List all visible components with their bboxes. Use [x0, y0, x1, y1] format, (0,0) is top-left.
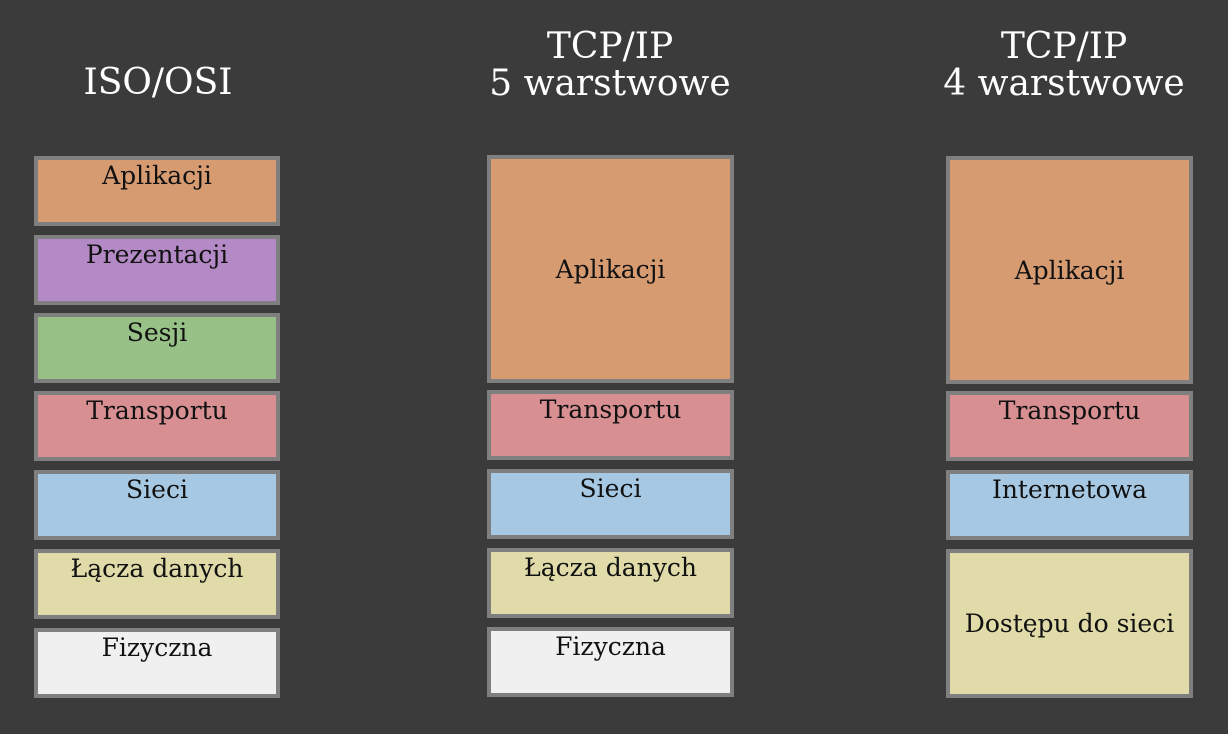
tcpip5-layer-application: Aplikacji [487, 155, 734, 383]
iso-osi-title: ISO/OSI [8, 64, 308, 101]
tcpip4-title-line-2: 4 warstwowe [943, 63, 1185, 104]
osi-layer-network: Sieci [34, 470, 280, 540]
layer-label: Transportu [998, 396, 1141, 425]
osi-layer-session: Sesji [34, 313, 280, 383]
osi-layer-transport: Transportu [34, 391, 280, 461]
layer-label: Sieci [126, 475, 188, 504]
layer-label: Transportu [86, 396, 228, 425]
iso-osi-title-line: ISO/OSI [83, 62, 233, 103]
tcpip4-layer-application: Aplikacji [946, 156, 1193, 384]
tcpip5-layer-data-link: Łącza danych [487, 548, 734, 618]
layer-label: Sieci [579, 474, 642, 503]
layer-label: Fizyczna [101, 633, 213, 662]
layer-label: Aplikacji [1014, 255, 1125, 285]
tcpip4-title-line-1: TCP/IP [1000, 26, 1128, 67]
tcpip5-title-line-2: 5 warstwowe [489, 63, 731, 104]
layer-label: Fizyczna [555, 632, 666, 661]
layer-label: Aplikacji [102, 161, 212, 190]
layer-label: Sesji [126, 318, 188, 347]
osi-layer-application: Aplikacji [34, 156, 280, 226]
layer-label: Łącza danych [70, 554, 244, 583]
layer-label: Transportu [539, 395, 682, 424]
osi-layer-data-link: Łącza danych [34, 549, 280, 619]
osi-layer-physical: Fizyczna [34, 628, 280, 698]
layer-label: Dostępu do sieci [964, 609, 1175, 638]
tcpip5-title: TCP/IP 5 warstwowe [460, 28, 760, 102]
tcpip4-title: TCP/IP 4 warstwowe [914, 28, 1214, 102]
layer-label: Prezentacji [85, 240, 229, 269]
layer-label: Internetowa [991, 475, 1148, 504]
tcpip4-layer-transport: Transportu [946, 391, 1193, 461]
tcpip5-title-line-1: TCP/IP [546, 26, 674, 67]
layer-label: Łącza danych [524, 553, 697, 582]
tcpip5-layer-physical: Fizyczna [487, 627, 734, 697]
tcpip4-layer-network-access: Dostępu do sieci [946, 549, 1193, 698]
tcpip4-layer-internet: Internetowa [946, 470, 1193, 540]
tcpip5-layer-transport: Transportu [487, 390, 734, 460]
osi-layer-presentation: Prezentacji [34, 235, 280, 305]
layer-label: Aplikacji [555, 254, 666, 284]
tcpip5-layer-network: Sieci [487, 469, 734, 539]
